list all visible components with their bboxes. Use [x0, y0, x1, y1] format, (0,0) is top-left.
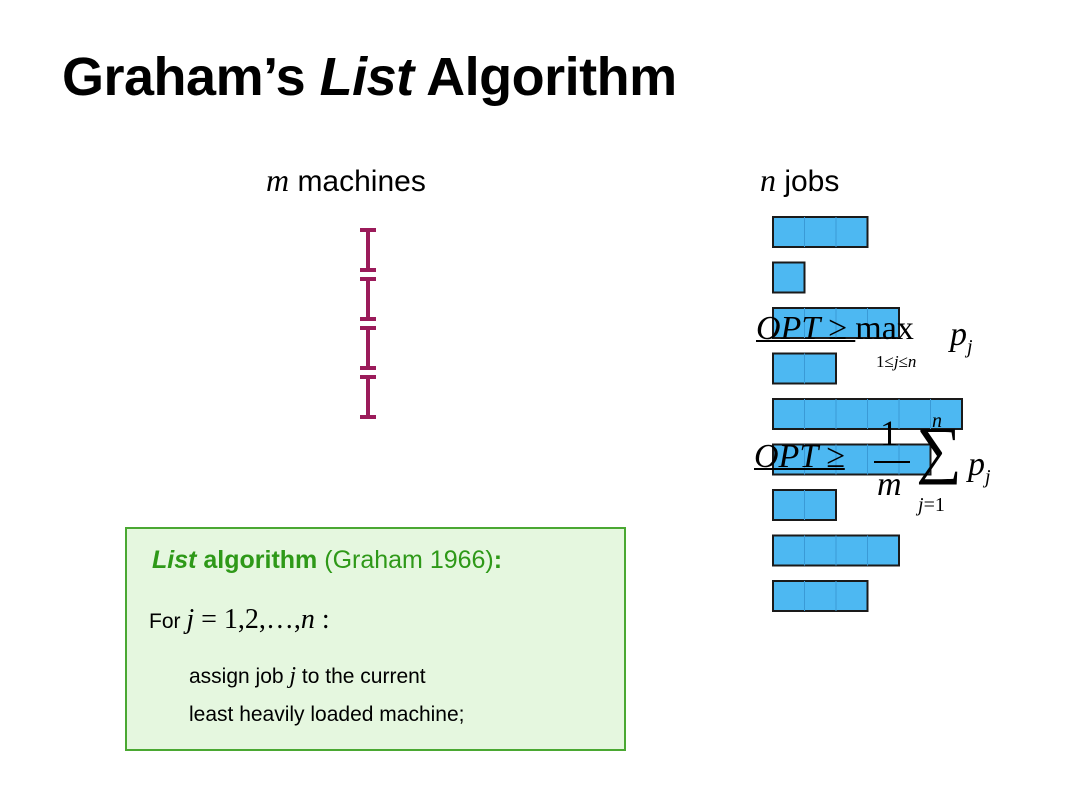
formula1-p-sub: j: [967, 335, 973, 358]
formula1-lhs: OPT ≥: [756, 310, 856, 347]
algorithm-line1-math: j = 1,2,…,n :: [186, 604, 329, 635]
job-bar: [772, 443, 932, 476]
jobs-var: n: [760, 162, 776, 198]
formula2-p-letter: p: [968, 446, 985, 483]
jobs-heading: n jobs: [760, 162, 839, 199]
job-bar: [772, 216, 869, 248]
algorithm-box: List algorithm (Graham 1966): For j = 1,…: [125, 527, 626, 751]
machine-marker: [360, 277, 376, 321]
algorithm-line2-post: to the current: [296, 665, 426, 688]
formula2-sum-lower: j=1: [918, 494, 945, 517]
algorithm-line-loop: For j = 1,2,…,n :: [149, 604, 330, 636]
machines-diagram: [360, 228, 376, 419]
job-bar: [772, 489, 837, 521]
machines-var: m: [266, 162, 290, 198]
formula1-op: max: [855, 310, 914, 347]
title-text: Graham’s: [62, 47, 320, 107]
formula1-sub-var2: n: [907, 352, 917, 371]
sigma-icon: ∑: [916, 414, 962, 485]
formula2-fraction-bar: [874, 461, 910, 463]
formula2-p-sub: j: [985, 465, 991, 488]
machine-marker: [360, 326, 376, 370]
job-bar: [772, 307, 900, 339]
formula2-p: pj: [968, 446, 991, 489]
formula1-subscript: 1≤j≤n: [876, 352, 916, 372]
job-bar: [772, 534, 900, 567]
formula1-sub-mid: ≤: [898, 352, 908, 371]
algorithm-line2-var: j: [289, 663, 297, 689]
machines-label: machines: [289, 165, 426, 198]
algorithm-title-bold: algorithm: [196, 546, 318, 574]
formula-opt-max-lhs: OPT ≥ max: [756, 310, 914, 348]
job-bar: [772, 261, 806, 294]
machine-marker: [360, 375, 376, 419]
algorithm-line1-suffix: :: [314, 604, 330, 635]
formula2-denominator: m: [877, 466, 902, 503]
algorithm-title-colon: :: [493, 546, 503, 574]
formula1-p: pj: [950, 316, 973, 359]
algorithm-title-italic: List: [152, 546, 197, 574]
formula-opt-avg-lhs: OPT ≥: [754, 438, 845, 476]
job-bar: [772, 352, 837, 385]
jobs-diagram: [772, 216, 963, 612]
jobs-label: jobs: [776, 165, 840, 198]
algorithm-title: List algorithm (Graham 1966):: [152, 546, 502, 575]
formula1-sub-var: j: [893, 352, 899, 371]
algorithm-line-target: least heavily loaded machine;: [189, 703, 465, 726]
job-bar: [772, 580, 869, 612]
algorithm-line2-pre: assign job: [189, 665, 290, 688]
algorithm-title-citation: (Graham 1966): [317, 546, 494, 574]
title-italic: List: [319, 47, 415, 107]
job-bar: [772, 398, 963, 430]
algorithm-line1-range: = 1,2,…,: [194, 604, 301, 635]
formula2-sum-lower-rest: =1: [923, 494, 945, 516]
formula2-sum-upper: n: [932, 410, 942, 432]
formula1-sub-pre: 1≤: [876, 352, 894, 371]
title-text-end: Algorithm: [413, 47, 677, 107]
machine-marker: [360, 228, 376, 272]
algorithm-line1-var: j: [186, 604, 195, 635]
formula2-numerator: 1: [880, 413, 898, 453]
formula2-lhs: OPT ≥: [754, 438, 845, 475]
algorithm-line1-prefix: For: [149, 610, 187, 633]
page-title: Graham’s List Algorithm: [62, 46, 677, 108]
formula2-sum-lower-var: j: [918, 494, 924, 516]
algorithm-line1-var2: n: [300, 604, 315, 635]
machines-heading: m machines: [266, 162, 426, 199]
formula1-p-letter: p: [950, 316, 967, 353]
algorithm-line-assign: assign job j to the current: [189, 663, 426, 690]
